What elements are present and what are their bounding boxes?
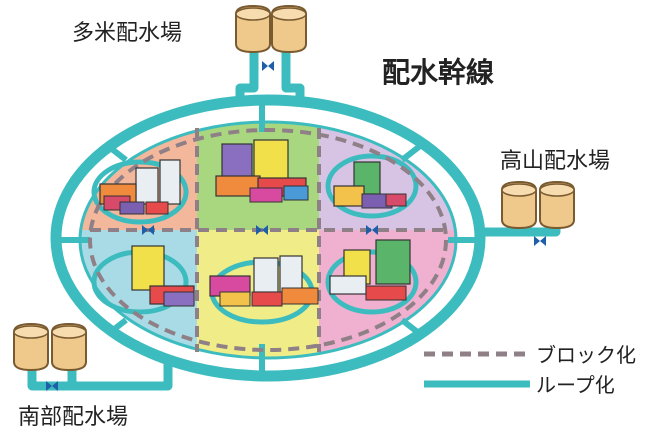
legend: ブロック化 ループ化 bbox=[424, 343, 636, 397]
legend-loop-label: ループ化 bbox=[536, 373, 615, 397]
inner-ring bbox=[78, 120, 458, 360]
station-label-tame: 多米配水場 bbox=[72, 21, 182, 46]
buildings-southwest bbox=[131, 245, 195, 307]
buildings-northeast bbox=[333, 161, 407, 209]
station-label-nanbu: 南部配水場 bbox=[18, 405, 128, 430]
buildings-north bbox=[215, 139, 309, 203]
buildings-southeast bbox=[329, 239, 411, 301]
station-label-takayama: 高山配水場 bbox=[500, 149, 610, 174]
tank-tame bbox=[235, 5, 307, 53]
buildings-northwest bbox=[99, 159, 181, 215]
legend-block-label: ブロック化 bbox=[536, 343, 636, 367]
tank-takayama bbox=[501, 181, 575, 229]
buildings-south bbox=[209, 255, 319, 307]
diagram-title: 配水幹線 bbox=[382, 56, 494, 89]
tank-nanbu bbox=[13, 323, 87, 371]
